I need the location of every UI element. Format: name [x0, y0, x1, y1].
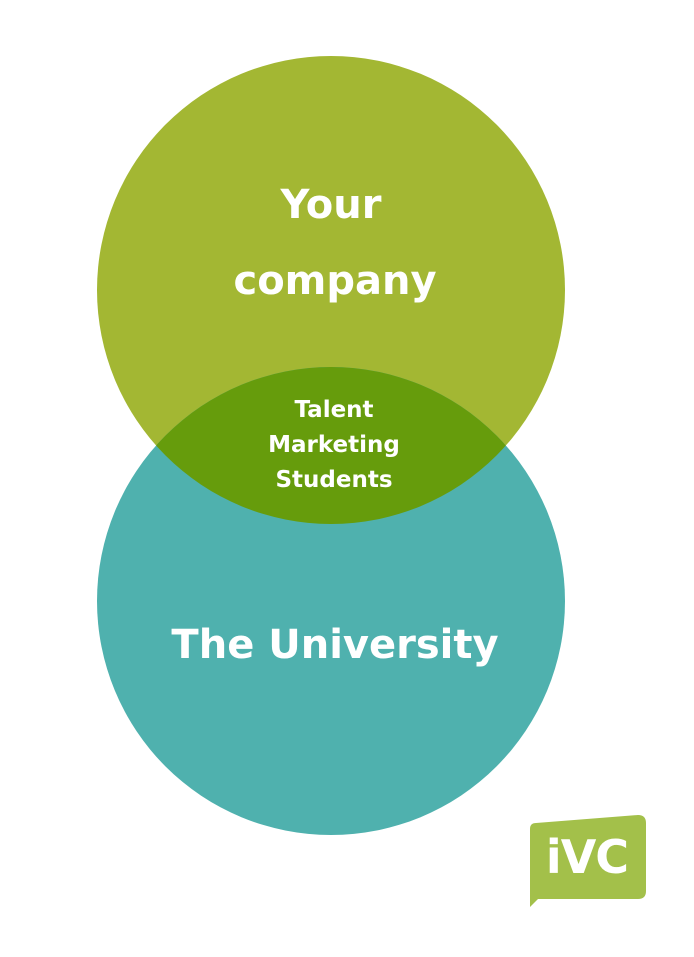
university-label: The University: [171, 622, 499, 668]
overlap-item-students: Students: [275, 467, 393, 493]
logo-text: iVC: [545, 830, 629, 884]
overlap-item-talent: Talent: [294, 397, 374, 423]
overlap-item-marketing: Marketing: [268, 432, 400, 458]
your-company-label-line2: company: [233, 258, 437, 304]
your-company-label-line1: Your: [280, 182, 382, 228]
logo-speech-bubble-shape: [530, 815, 646, 907]
ivc-logo: [530, 815, 646, 907]
overlap-region: [97, 367, 565, 524]
